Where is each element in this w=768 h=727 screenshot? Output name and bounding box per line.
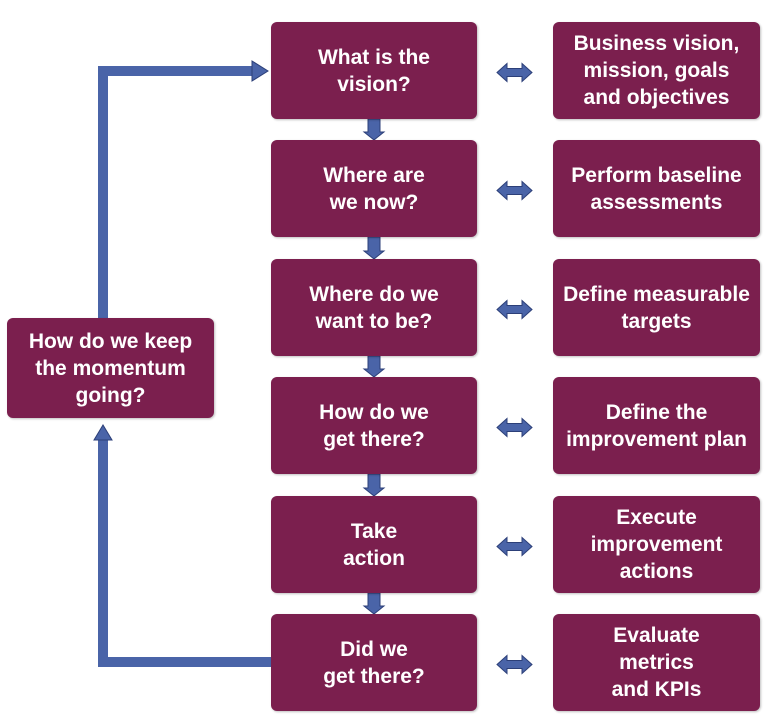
- down-arrow: [362, 236, 386, 260]
- double-arrow: [496, 417, 533, 438]
- question-box-current-state: Where are we now?: [271, 140, 477, 237]
- loop-arrowhead-right: [251, 60, 269, 82]
- loop-arrow-top-line: [98, 66, 255, 318]
- loop-arrow-up-line: [98, 437, 271, 667]
- action-box-baseline: Perform baseline assessments: [553, 140, 760, 237]
- question-box-target-state: Where do we want to be?: [271, 259, 477, 356]
- question-box-take-action: Take action: [271, 496, 477, 593]
- down-arrow: [362, 118, 386, 141]
- action-box-vision: Business vision, mission, goals and obje…: [553, 22, 760, 119]
- question-box-vision: What is the vision?: [271, 22, 477, 119]
- down-arrow: [362, 473, 386, 497]
- double-arrow: [496, 654, 533, 675]
- action-box-targets: Define measurable targets: [553, 259, 760, 356]
- down-arrow: [362, 355, 386, 378]
- double-arrow: [496, 299, 533, 320]
- down-arrow: [362, 592, 386, 615]
- question-box-evaluate: Did we get there?: [271, 614, 477, 711]
- question-box-plan: How do we get there?: [271, 377, 477, 474]
- double-arrow: [496, 62, 533, 83]
- double-arrow: [496, 536, 533, 557]
- loop-arrowhead-up: [93, 424, 113, 441]
- action-box-execute: Execute improvement actions: [553, 496, 760, 593]
- action-box-metrics: Evaluate metrics and KPIs: [553, 614, 760, 711]
- loop-box-momentum: How do we keep the momentum going?: [7, 318, 214, 418]
- double-arrow: [496, 180, 533, 201]
- action-box-improvement-plan: Define the improvement plan: [553, 377, 760, 474]
